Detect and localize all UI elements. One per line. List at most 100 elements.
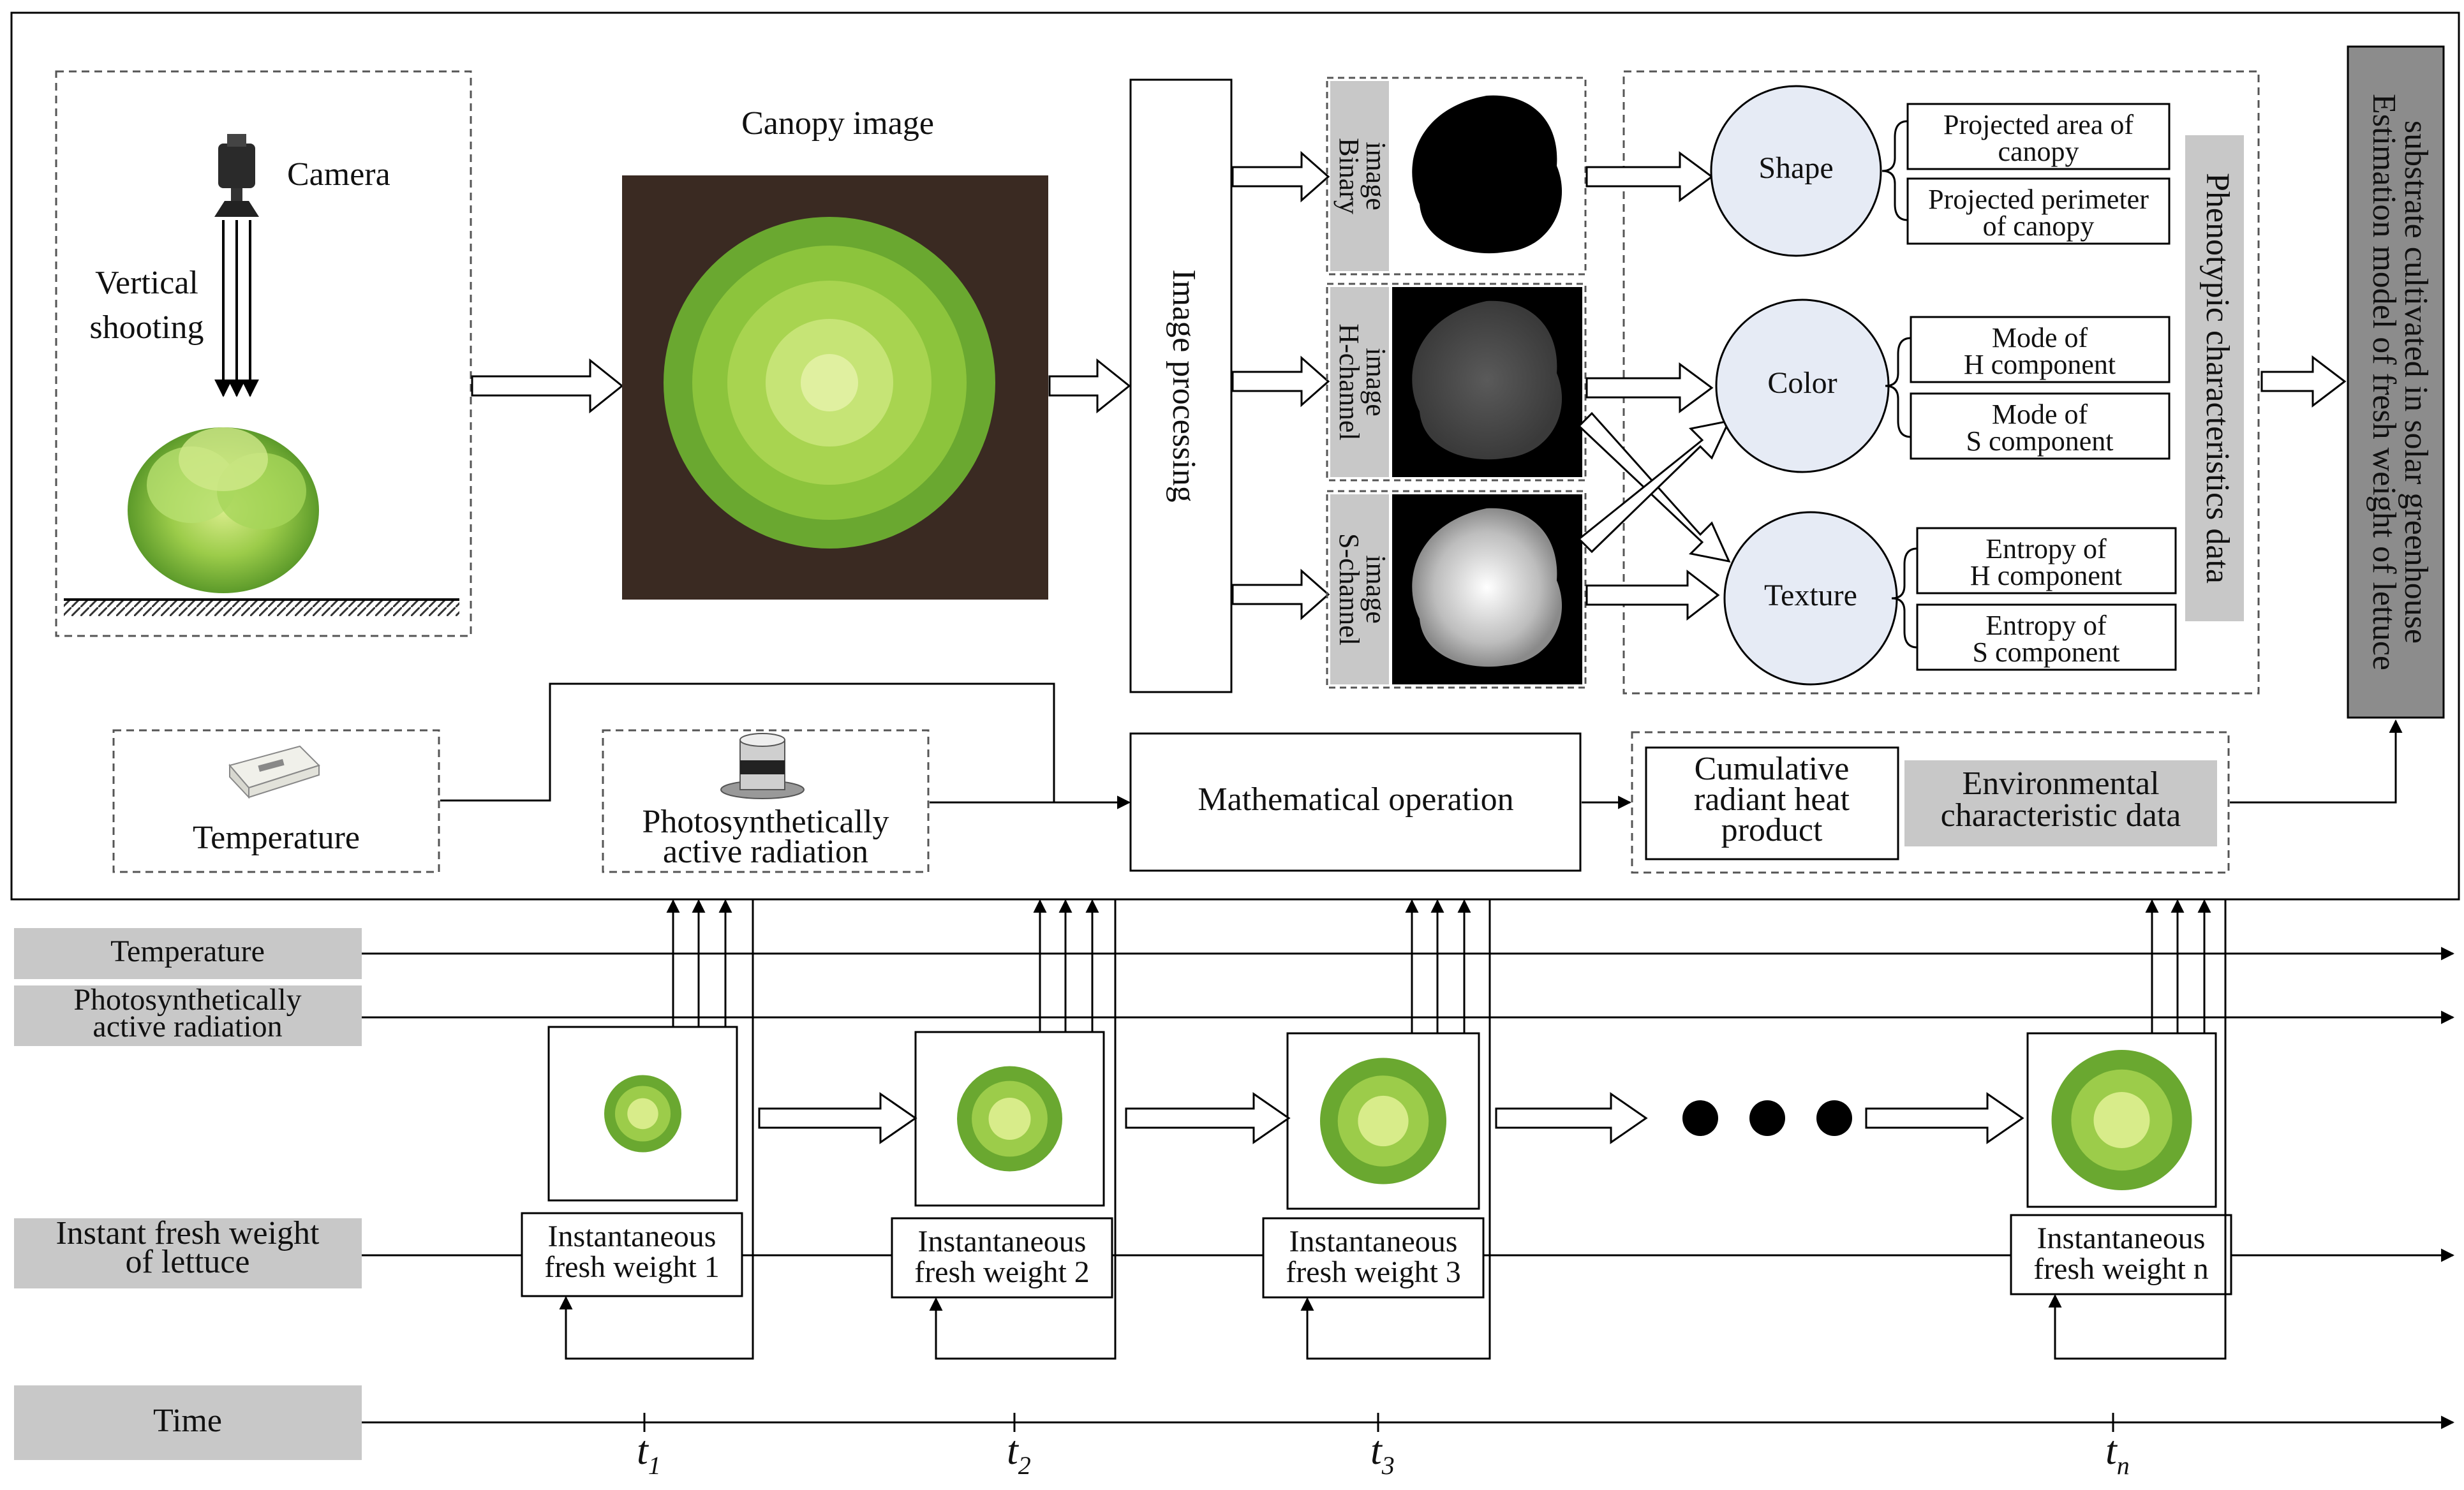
model-label-1: Estimation model of fresh weight of lett…	[2366, 94, 2402, 670]
fresh-weight-box	[2010, 1214, 2232, 1295]
texture-item-1: Entropy of H component	[1916, 527, 2177, 594]
crhp-label-3: product	[1721, 812, 1823, 848]
svg-text:Mode of: Mode of	[1992, 322, 2088, 353]
crhp-box	[1645, 746, 1899, 860]
env-data-label-2: characteristic data	[1941, 797, 2181, 834]
svg-text:S component: S component	[1966, 425, 2114, 457]
env-to-model-connector	[2230, 719, 2403, 804]
crhp-label-1: Cumulative	[1695, 751, 1850, 787]
image-processing-box[interactable]	[1129, 78, 1233, 693]
time-label-subscript: 3	[1381, 1451, 1395, 1480]
svg-text:Projected area of: Projected area of	[1943, 109, 2134, 140]
model-label-2: substrate cultivated in solar greenhouse	[2398, 121, 2434, 644]
sample-lettuce-core	[1358, 1095, 1409, 1147]
fresh-weight-box	[521, 1212, 743, 1297]
shape-item-1: Projected area of canopy	[1906, 103, 2171, 170]
svg-text:of canopy: of canopy	[1983, 210, 2095, 242]
row-label-temperature	[14, 928, 362, 979]
svg-text:Mode of: Mode of	[1992, 399, 2088, 430]
fresh-weight-loop	[1300, 899, 1491, 1360]
shooting-arrows	[214, 220, 259, 397]
canopy-lettuce	[664, 217, 995, 549]
fresh-weight-box	[891, 1217, 1113, 1299]
color-item-2: Mode of S component	[1910, 392, 2171, 460]
sample-lettuce-core	[627, 1098, 658, 1130]
time-label-subscript: n	[2117, 1451, 2130, 1480]
color-item-1: Mode of H component	[1910, 316, 2171, 383]
svg-text:canopy: canopy	[1998, 136, 2079, 167]
temperature-sensor-icon	[228, 745, 320, 799]
temperature-label: Temperature	[193, 820, 360, 856]
svg-text:Temperature: Temperature	[110, 934, 265, 968]
row-label-par	[14, 985, 362, 1046]
svg-text:Entropy of: Entropy of	[1985, 533, 2107, 564]
arrows-to-features	[1577, 151, 1731, 621]
fresh-weight-line1: Instantaneous	[918, 1225, 1087, 1258]
time-label: t3	[1370, 1427, 1395, 1480]
texture-item-2: Entropy of S component	[1916, 603, 2177, 671]
math-operation-label: Mathematical operation	[1198, 781, 1513, 818]
arrows-to-derived	[1231, 151, 1330, 621]
svg-text:H component: H component	[1970, 560, 2122, 591]
crhp-label-2: radiant heat	[1694, 781, 1850, 818]
par-label-2: active radiation	[663, 834, 868, 870]
time-label: tn	[2105, 1427, 2130, 1480]
shape-item-2: Projected perimeter of canopy	[1906, 177, 2171, 245]
vertical-shooting-label-1: Vertical	[95, 265, 198, 301]
math-operation-box[interactable]	[1129, 732, 1582, 872]
h-channel-label-2: image	[1360, 348, 1392, 417]
fresh-weight-loop	[2048, 899, 2227, 1360]
binary-label-2: image	[1360, 142, 1392, 210]
ellipsis-dots	[1682, 1100, 1852, 1136]
par-box	[602, 729, 930, 873]
feature-braces	[1881, 120, 1918, 649]
ground-hatch	[64, 600, 459, 616]
sample-lettuce-core	[988, 1098, 1031, 1140]
svg-text:Instant fresh weight: Instant fresh weight	[56, 1215, 320, 1251]
fresh-weight-line2: fresh weight 1	[544, 1250, 720, 1284]
sample-lettuce-core	[2093, 1092, 2150, 1148]
estimation-model-box[interactable]	[2347, 45, 2445, 719]
time-label: t1	[637, 1427, 661, 1480]
svg-text:active radiation: active radiation	[93, 1010, 282, 1044]
fresh-weight-loop	[929, 899, 1117, 1360]
svg-text:Projected perimeter: Projected perimeter	[1928, 184, 2149, 215]
image-processing-label: Image processing	[1166, 269, 1202, 502]
row-label-time	[14, 1385, 362, 1460]
fresh-weight-line1: Instantaneous	[2037, 1221, 2206, 1255]
timeline-hollow-arrows	[758, 1092, 2024, 1144]
s-channel-label-2: image	[1360, 555, 1392, 624]
temperature-box	[112, 729, 440, 873]
svg-text:Entropy of: Entropy of	[1985, 610, 2107, 641]
arrow-to-model	[2260, 355, 2347, 408]
arrow-to-processing	[1048, 358, 1131, 414]
fresh-weight-line2: fresh weight 3	[1286, 1255, 1461, 1289]
fresh-weight-line2: fresh weight 2	[914, 1255, 1090, 1289]
shape-circle	[1710, 85, 1882, 257]
h-channel-silhouette	[1412, 300, 1562, 460]
par-sensor-icon	[720, 733, 805, 799]
binary-label-1: Binary	[1333, 138, 1365, 214]
fresh-weight-line2: fresh weight n	[2033, 1252, 2209, 1286]
fresh-weight-line1: Instantaneous	[1289, 1225, 1458, 1258]
lettuce-side-image	[128, 427, 319, 593]
features-box	[1622, 70, 2260, 695]
camera-icon	[214, 134, 259, 217]
time-label-subscript: 2	[1018, 1451, 1031, 1480]
svg-text:Time: Time	[153, 1403, 222, 1439]
svg-text:of lettuce: of lettuce	[126, 1244, 250, 1280]
environmental-data-box	[1631, 731, 2230, 874]
binary-silhouette	[1412, 95, 1562, 254]
time-label: t2	[1007, 1427, 1031, 1480]
fresh-weight-line1: Instantaneous	[548, 1220, 716, 1253]
svg-text:S component: S component	[1973, 637, 2120, 668]
phenotypic-box	[2185, 135, 2244, 621]
par-label-1: Photosynthetically	[642, 804, 889, 840]
shape-label: Shape	[1758, 151, 1833, 185]
